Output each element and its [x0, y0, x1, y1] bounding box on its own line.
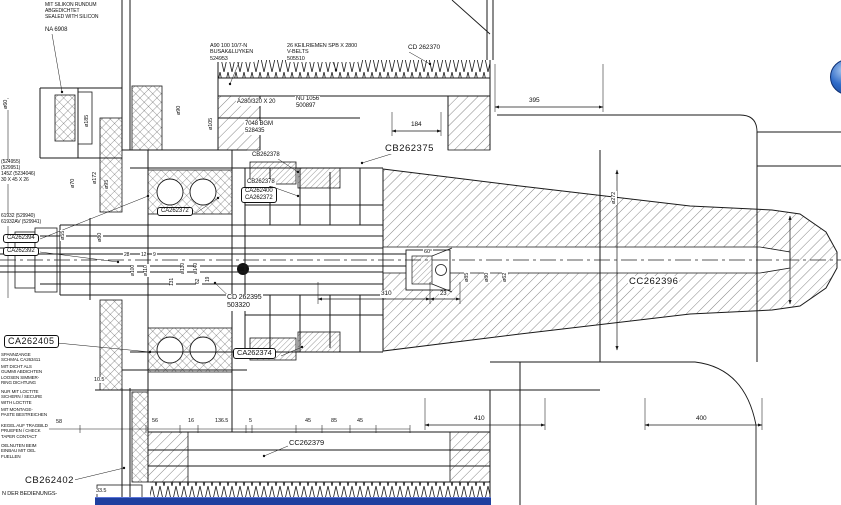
dimension-136-5: 136.5	[214, 418, 230, 425]
leader-lines	[39, 33, 431, 482]
dimension-45-b: 45	[356, 418, 364, 425]
dimension-56: 56	[151, 418, 159, 425]
part-label-ca262405: CA262405	[4, 335, 59, 348]
part-label-ca262394: CA262394	[3, 234, 39, 244]
diameter-62: ø62	[502, 271, 509, 283]
diameter-140: ø140	[193, 262, 200, 275]
part-label-cc262396: CC262396	[628, 276, 680, 288]
note-bearing-61932: 61932 (529940) 61932AV (529941)	[0, 213, 43, 226]
belt-grooves-top	[218, 60, 490, 78]
diameter-95: ø95	[104, 178, 111, 190]
part-label-cd262370: CD 262370	[407, 44, 441, 52]
diameter-110: ø110	[143, 264, 150, 277]
note-spares-list: (524955) (529951) 145Z (5234046) 30 X 45…	[0, 159, 37, 184]
diameter-85-right: ø85	[464, 271, 471, 283]
part-label-cc262379: CC262379	[288, 438, 326, 448]
part-label-cb262375: CB262375	[384, 143, 435, 155]
part-label-ca262400-ca262372: CA262400 CA262372	[241, 187, 277, 204]
dimension-310: 310	[380, 290, 393, 298]
diameter-60: ø60	[3, 98, 10, 110]
note-v-belts: 26 KEILRIEMEN SPB X 2800 V-BELTS 505510	[286, 43, 359, 63]
diameter-105: ø105	[208, 116, 215, 131]
dimension-10-5: 10.5	[93, 377, 106, 384]
note-a280-320: A280/320 X 20	[236, 99, 277, 107]
drawbar-thread-detail	[237, 247, 453, 293]
dimension-19: 19	[205, 275, 212, 283]
part-label-ca262392: CA262392	[3, 247, 39, 257]
diameter-55: ø55	[60, 229, 67, 241]
diameter-185: ø185	[84, 113, 91, 128]
dimension-58: 58	[55, 419, 63, 426]
part-label-cb262378-upper: CB262378	[251, 152, 281, 160]
note-montagepaste: MIT MONTAGE- PASTE BESTREICHEN	[0, 407, 48, 418]
note-nu1056: NU 1056 500897	[295, 96, 320, 111]
part-label-cb262378-lower: CB262378	[246, 179, 276, 187]
part-label-ca262374: CA262374	[233, 348, 276, 359]
diameter-272: ø272	[611, 190, 618, 205]
belt-grooves-bottom	[150, 482, 490, 500]
extension-lines	[7, 64, 763, 433]
bearing-rollers	[156, 178, 217, 364]
dimension-28: 28	[123, 252, 131, 259]
part-label-cd262395: CD 262395 503320	[226, 294, 263, 311]
note-loctite: NUR MIT LOCTITE SICHERN / SECURE WITH LO…	[0, 389, 44, 405]
note-na-6908: NA 6908	[44, 27, 69, 35]
note-seal-rubber: MIT DICHT ALS GUMMI ABDICHTEN LOOSEN SIM…	[0, 364, 44, 386]
diameter-90: ø90	[176, 104, 183, 116]
background-window-titlebar[interactable]	[95, 497, 491, 505]
dimension-184: 184	[410, 121, 423, 129]
dimension-23: 23	[439, 291, 448, 299]
dimension-131: 131	[169, 276, 176, 287]
part-label-cb262402: CB262402	[24, 475, 75, 487]
note-7048bgm: 7048 BGM 528435	[244, 121, 274, 136]
dimension-85: 85	[330, 418, 338, 425]
dimension-410: 410	[473, 415, 486, 423]
note-oelnuten: OELNUTEN BEIM EINBAU MIT OEL FUELLEN	[0, 443, 38, 459]
diameter-70: ø70	[70, 177, 77, 189]
housing-curves	[451, 0, 758, 505]
dimension-395: 395	[528, 97, 541, 105]
diameter-172: ø172	[92, 170, 99, 185]
leader-dots	[60, 62, 432, 470]
dimension-60deg: 60°	[423, 249, 434, 256]
note-spannzange: SPANNZANGE SCHMAL CA263411	[0, 352, 42, 363]
dimension-45-a: 45	[304, 418, 312, 425]
note-bedienungs: N DER BEDIENUNGS-	[1, 491, 59, 498]
diameter-80-left: ø80	[97, 231, 104, 243]
dimension-62-vert: 62	[195, 277, 202, 285]
dimension-16: 16	[187, 418, 195, 425]
dimension-12: 12	[140, 252, 148, 259]
diameter-130: ø130	[180, 262, 187, 275]
dimension-9: 9	[152, 252, 157, 259]
note-silicon-seal: MIT SILIKON RUNDUM ABGEDICHTET SEALED WI…	[44, 2, 100, 21]
note-busak-luyken: A90 100 10/7-N BUSAK&LUYKEN 524953	[209, 43, 255, 63]
dimension-400: 400	[695, 415, 708, 423]
dimension-33-5: 33.5	[95, 488, 108, 495]
diameter-100: ø100	[130, 264, 137, 277]
note-kegel: KEGEL AUF TRAGBILD PRUEFEN / CHECK TAPER…	[0, 423, 49, 439]
part-label-ca262372: CA262372	[157, 207, 193, 217]
dimension-5: 5	[248, 418, 253, 425]
diameter-80-right: ø80	[484, 271, 491, 283]
